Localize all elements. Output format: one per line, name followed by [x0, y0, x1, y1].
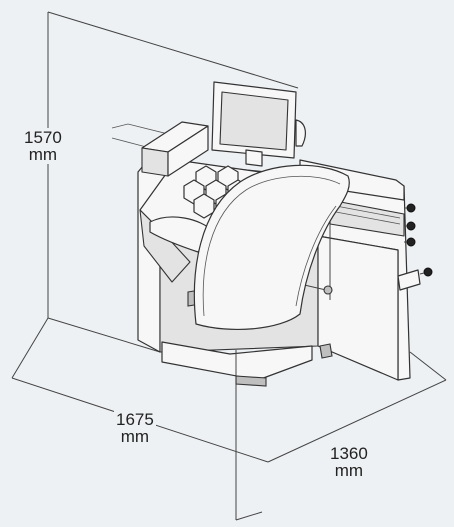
depth-unit: mm [334, 461, 364, 480]
display-monitor [211, 81, 306, 167]
height-unit: mm [28, 145, 58, 164]
depth-dimension-label: 1360 mm [328, 444, 370, 480]
base-connector [319, 343, 333, 359]
control-knobs [404, 203, 416, 247]
gauge-arm [397, 267, 433, 291]
width-dimension-label: 1675 mm [114, 410, 156, 446]
depth-value: 1360 [330, 444, 368, 463]
wheel-guard [193, 164, 350, 331]
height-dimension-label: 1570 mm [22, 128, 64, 164]
height-value: 1570 [24, 128, 62, 147]
width-value: 1675 [116, 410, 154, 429]
accessory-box [141, 121, 209, 177]
width-unit: mm [120, 427, 150, 446]
